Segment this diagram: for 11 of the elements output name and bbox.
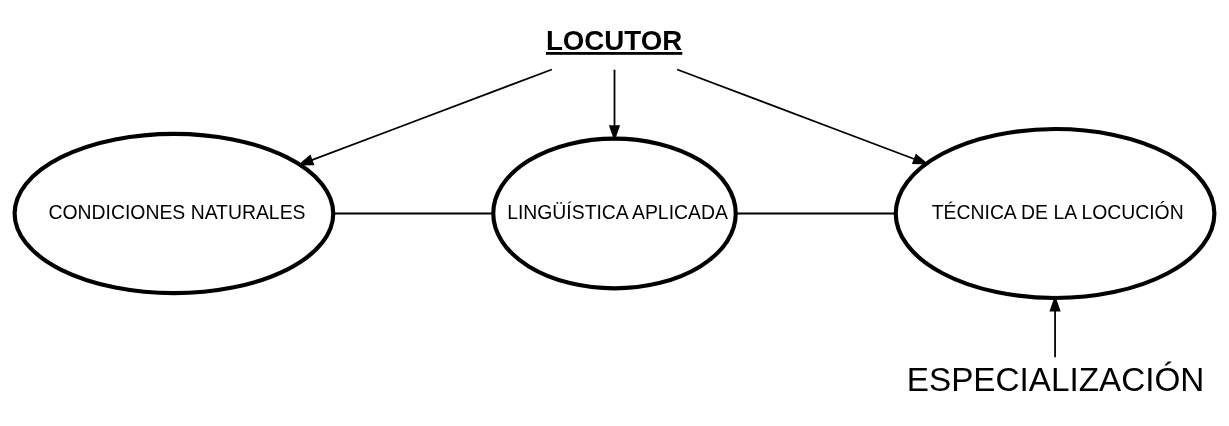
node-text: LOCUTOR [545,24,683,56]
node-text: ESPECIALIZACIÓN [906,360,1205,398]
node-ellipse: LINGÜÍSTICA APLICADA [491,136,738,290]
arrow [608,68,621,141]
node-ellipse: CONDICIONES NATURALES [12,131,336,295]
arrow [676,68,929,165]
connector [332,212,495,214]
node-ellipse: TÉCNICA DE LA LOCUCIÓN [893,126,1217,300]
arrow [297,68,553,166]
arrow [1049,294,1061,358]
connector [734,212,897,214]
